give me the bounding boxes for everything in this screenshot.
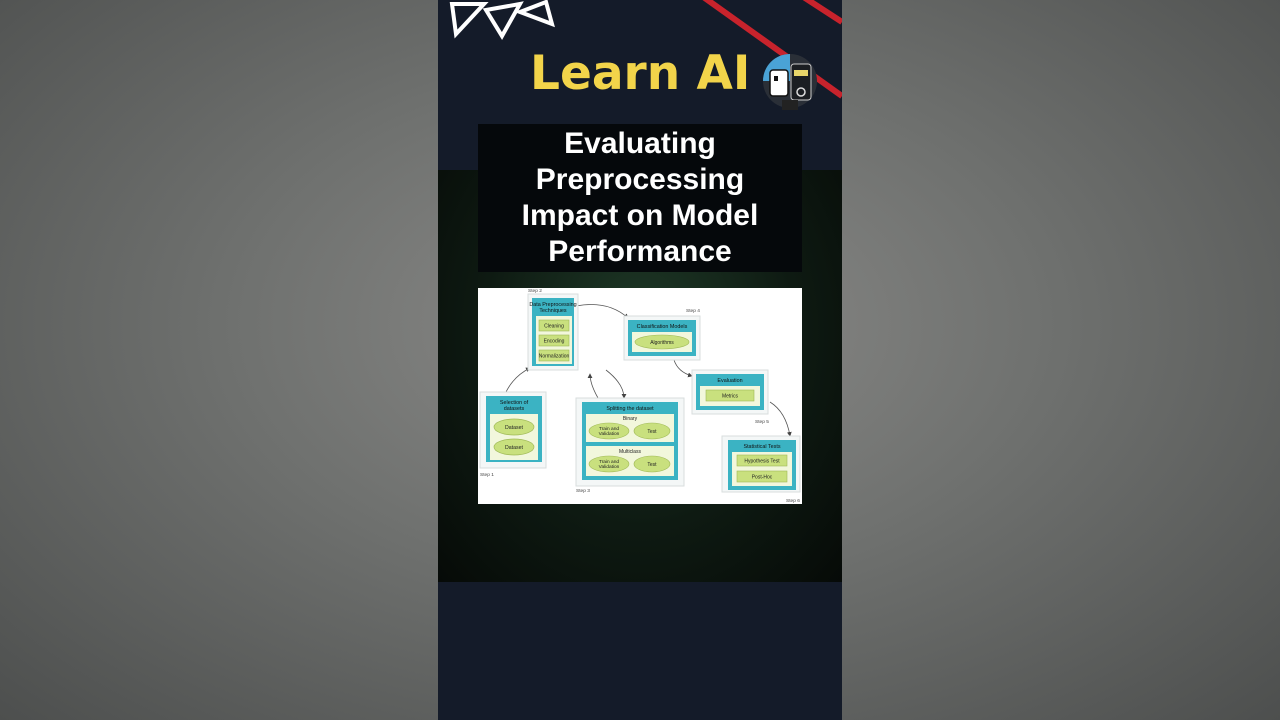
item-metrics: Metrics bbox=[722, 394, 739, 400]
brand-title: Learn AI bbox=[530, 46, 751, 101]
dataset-item-2: Dataset bbox=[505, 445, 523, 451]
item-cleaning: Cleaning bbox=[544, 324, 564, 330]
step-3-label: Step 3 bbox=[576, 488, 590, 494]
triangles-decoration-icon bbox=[449, 0, 555, 40]
step-5-title: Evaluation bbox=[717, 378, 742, 384]
step-1-title-line1: Selection of bbox=[500, 400, 529, 406]
item-normalization: Normalization bbox=[539, 354, 570, 360]
flow-arrows bbox=[505, 304, 792, 437]
step-4-classification-models: Step 4 Classification Models Algorithms bbox=[623, 308, 701, 361]
item-algorithms: Algorithms bbox=[650, 340, 674, 346]
step-2-title-line1: Data Preprocessing bbox=[529, 302, 576, 308]
item-hypothesis-test: Hypothesis Test bbox=[744, 459, 780, 465]
group-multiclass: Multiclass bbox=[619, 449, 641, 455]
red-stripes-decoration bbox=[702, 0, 842, 99]
video-title: Evaluating Preprocessing Impact on Model… bbox=[521, 127, 759, 268]
group-binary: Binary bbox=[623, 416, 638, 422]
step-2-label: Step 2 bbox=[528, 288, 542, 294]
robot-avatar-icon bbox=[763, 54, 817, 110]
workflow-diagram: Selection of datasets Dataset Dataset St… bbox=[478, 288, 802, 504]
multiclass-train-line2: Validation bbox=[599, 464, 620, 470]
step-3-title: Splitting the dataset bbox=[606, 406, 654, 412]
multiclass-test: Test bbox=[647, 462, 657, 468]
step-2-data-preprocessing: Step 2 Data Preprocessing Techniques Cle… bbox=[527, 288, 579, 371]
binary-train-line1: Train and bbox=[599, 426, 619, 432]
step-4-title: Classification Models bbox=[637, 324, 688, 330]
video-title-box: Evaluating Preprocessing Impact on Model… bbox=[478, 124, 802, 272]
step-6-statistical-tests: Statistical Tests Hypothesis Test Post-H… bbox=[721, 435, 801, 504]
step-4-label: Step 4 bbox=[686, 308, 700, 314]
step-6-title: Statistical Tests bbox=[743, 444, 780, 450]
multiclass-train-line1: Train and bbox=[599, 459, 619, 465]
item-encoding: Encoding bbox=[544, 339, 565, 345]
step-1-title-line2: datasets bbox=[504, 406, 525, 412]
step-6-label: Step 6 bbox=[786, 498, 800, 504]
video-frame: Learn AI Evaluating Preprocessing Impact… bbox=[438, 0, 842, 720]
item-post-hoc: Post-Hoc bbox=[752, 475, 773, 481]
binary-test: Test bbox=[647, 429, 657, 435]
step-5-label: Step 5 bbox=[755, 419, 769, 425]
step-3-splitting-the-dataset: Splitting the dataset Binary Train and V… bbox=[575, 397, 685, 494]
binary-train-line2: Validation bbox=[599, 431, 620, 437]
dataset-item-1: Dataset bbox=[505, 425, 523, 431]
step-2-title-line2: Techniques bbox=[539, 308, 567, 314]
step-5-evaluation: Evaluation Metrics Step 5 bbox=[691, 369, 769, 425]
step-1-label: Step 1 bbox=[480, 472, 494, 478]
step-1-selection-of-datasets: Selection of datasets Dataset Dataset St… bbox=[479, 391, 547, 478]
